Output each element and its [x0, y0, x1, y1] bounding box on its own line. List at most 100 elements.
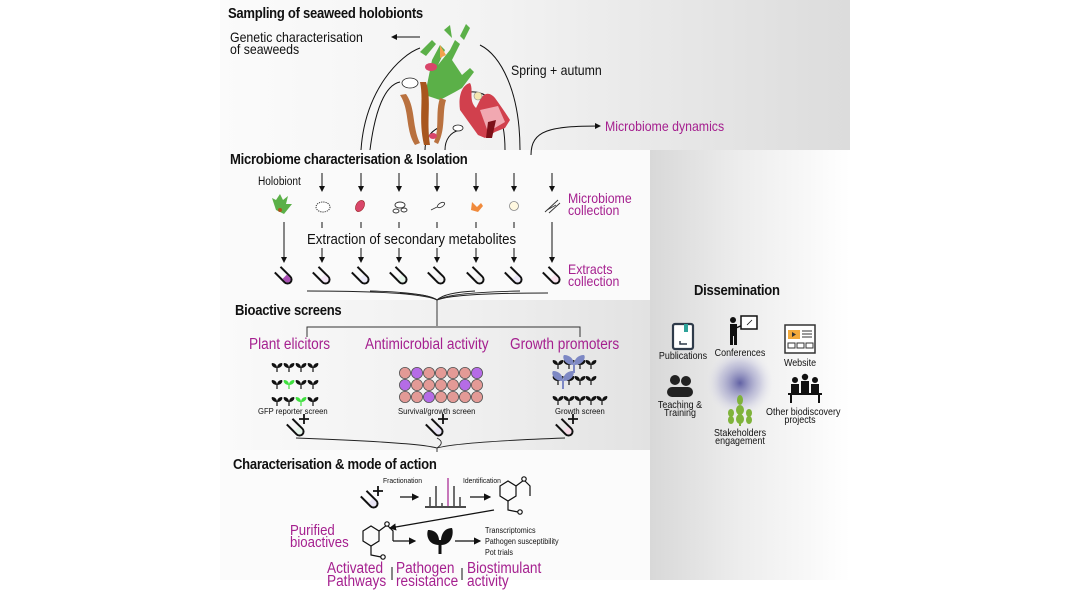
red-bacterium: [425, 63, 437, 71]
well: [410, 366, 423, 379]
ciliated-bacterium-icon: [315, 201, 331, 213]
assay-transcriptomics: Transcriptomics: [485, 526, 536, 535]
outcome-biostimulant: Biostimulant: [467, 560, 542, 577]
molecule-icon-1: [499, 476, 531, 515]
well: [434, 366, 447, 379]
plus-icon: [568, 414, 578, 424]
seedling-icon: [585, 376, 597, 385]
well: [398, 390, 411, 403]
genetic-characterisation-label: Genetic characterisation: [230, 29, 363, 45]
converge-lines: [306, 290, 549, 326]
bioactive-title: Bioactive screens: [235, 303, 342, 319]
extract-tube-icon: [360, 490, 379, 509]
well: [422, 378, 435, 391]
outcome-pathogen-resistance-2: resistance: [396, 573, 459, 590]
microbiome-dynamics-label: Microbiome dynamics: [605, 118, 725, 134]
sampling-arcs: [360, 44, 521, 151]
microbiome-panel: [220, 150, 650, 300]
extract-tube-icon: [274, 266, 293, 285]
well: [434, 378, 447, 391]
website-icon: [784, 324, 816, 354]
well: [398, 366, 411, 379]
dissemination-title: Dissemination: [694, 283, 780, 299]
meeting-icon: [788, 373, 822, 403]
seedling-icon: [585, 360, 597, 369]
people-icon: [667, 375, 693, 397]
well: [398, 378, 411, 391]
growth-seedling-grid: [552, 355, 608, 405]
extract-tube-icon: [466, 266, 485, 285]
well: [422, 390, 435, 403]
bacteria-cluster-icon: [392, 201, 408, 214]
well: [470, 378, 483, 391]
season-label: Spring + autumn: [511, 62, 602, 78]
seaweed-holobiont-icon: [272, 194, 292, 214]
dissemination-teaching-2: Training: [664, 407, 696, 419]
extraction-label: Extraction of secondary metabolites: [307, 231, 517, 248]
seedling-icon: [283, 397, 295, 406]
well: [470, 366, 483, 379]
extract-tube-icon: [555, 418, 574, 437]
dissemination-other-projects-2: projects: [784, 414, 816, 426]
screen-caption-growth: Growth screen: [555, 406, 605, 416]
extract-tube-icon: [504, 266, 523, 285]
well: [458, 366, 471, 379]
seedling-icon: [283, 380, 295, 389]
seedling-icon: [574, 376, 586, 385]
characterisation-title: Characterisation & mode of action: [233, 457, 437, 473]
seedling-icon: [295, 397, 307, 406]
purified-bioactives-label: Purified: [290, 522, 335, 539]
dissemination-conferences: Conferences: [714, 347, 766, 359]
outcome-dividers: [391, 567, 463, 580]
dissemination-glow: [706, 349, 774, 417]
seedling-icon: [585, 396, 597, 405]
screen-caption-gfp: GFP reporter screen: [258, 406, 328, 416]
assay-pot-trials: Pot trials: [485, 548, 514, 557]
genetic-characterisation-label-2: of seaweeds: [230, 41, 300, 57]
extract-tube-icon: [425, 418, 444, 437]
seedling-icon: [596, 396, 608, 405]
seedling-icon: [574, 396, 586, 405]
seedling-icon: [552, 360, 564, 369]
well: [458, 378, 471, 391]
plant-icon: [427, 528, 453, 554]
presenter-icon: [730, 315, 758, 345]
dissemination-teaching: Teaching &: [657, 399, 703, 411]
screen-label-antimicrobial: Antimicrobial activity: [365, 336, 489, 353]
extraction-ticks: [321, 222, 515, 228]
well: [470, 390, 483, 403]
seedling-icon: [271, 397, 283, 406]
extract-tubes: [274, 266, 561, 285]
plus-icon: [373, 486, 383, 496]
extracts-collection-label-2: collection: [568, 273, 620, 289]
screens-bracket: [306, 326, 581, 337]
extract-tube-icon: [312, 266, 331, 285]
well: [410, 390, 423, 403]
filamentous-fungus-icon: [544, 199, 561, 214]
well: [410, 378, 423, 391]
seedling-icon: [552, 396, 564, 405]
flagellate-icon: [430, 201, 446, 211]
holobiont-label: Holobiont: [258, 176, 301, 188]
dissemination-website: Website: [783, 357, 817, 369]
purified-bioactives-label-2: bioactives: [290, 534, 349, 551]
well: [458, 390, 471, 403]
organism-icons: [272, 194, 561, 214]
dynamics-arrow: [530, 123, 601, 156]
extract-arrows: [281, 222, 555, 263]
microbiome-collection-label-2: collection: [568, 202, 620, 218]
fractionation-row: [388, 478, 495, 545]
screen-caption-survival: Survival/growth screen: [398, 406, 476, 416]
growth-seedling-large-icon: [563, 355, 585, 373]
dissemination-stakeholders: Stakeholders: [713, 427, 767, 439]
microbiome-collection-label: Microbiome: [568, 190, 632, 206]
seedling-icon: [271, 363, 283, 372]
seaweed-illustration: [400, 24, 510, 145]
well: [446, 366, 459, 379]
extract-tube-icon: [389, 266, 408, 285]
outcome-activated-pathways-2: Pathways: [327, 573, 387, 590]
well: [434, 390, 447, 403]
dissemination-publications: Publications: [658, 350, 708, 362]
seedling-icon: [563, 396, 575, 405]
seedling-icon: [307, 380, 319, 389]
